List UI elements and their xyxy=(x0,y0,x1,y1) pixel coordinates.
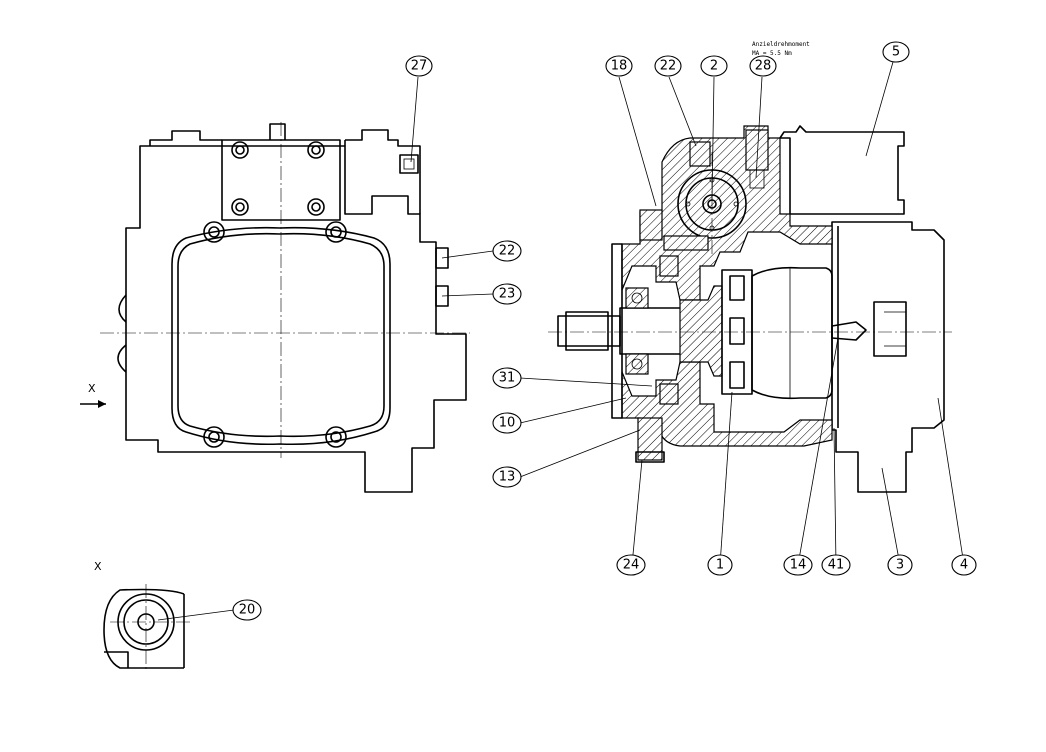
callout-31: 31 xyxy=(492,367,522,389)
svg-text:18: 18 xyxy=(611,59,628,74)
bolt-heads xyxy=(231,141,325,216)
callout-41: 41 xyxy=(821,554,851,576)
svg-text:20: 20 xyxy=(239,603,256,618)
svg-text:3: 3 xyxy=(896,558,904,573)
front-view: X xyxy=(80,122,470,493)
view-arrow-label: X xyxy=(88,382,96,395)
callout-20: 20 xyxy=(232,599,262,621)
callout-22-top: 22 xyxy=(654,55,682,77)
leader-lines xyxy=(157,61,965,621)
svg-text:22: 22 xyxy=(660,59,677,74)
detail-view-x: X xyxy=(94,560,190,670)
svg-text:27: 27 xyxy=(411,59,428,74)
callout-28: 28 xyxy=(749,55,777,77)
svg-text:31: 31 xyxy=(499,371,516,386)
callouts: 27 18 22 2 28 5 22 23 31 10 13 24 1 14 4… xyxy=(232,41,977,621)
callout-1: 1 xyxy=(707,554,733,576)
torque-annotation-line1: Anzieldrehmoment xyxy=(752,41,810,48)
svg-text:2: 2 xyxy=(710,59,718,74)
svg-text:24: 24 xyxy=(623,558,640,573)
svg-text:1: 1 xyxy=(716,558,724,573)
torque-annotation-line2: MA = 5.5 Nm xyxy=(752,50,792,57)
corner-bosses xyxy=(203,221,347,448)
torque-annotation: Anzieldrehmoment MA = 5.5 Nm xyxy=(752,41,810,57)
detail-view-label: X xyxy=(94,560,102,573)
callout-4: 4 xyxy=(951,554,977,576)
svg-text:23: 23 xyxy=(499,287,516,302)
svg-text:4: 4 xyxy=(960,558,968,573)
callout-22-side: 22 xyxy=(492,240,522,262)
callout-2: 2 xyxy=(700,55,728,77)
callout-24: 24 xyxy=(616,554,646,576)
section-view xyxy=(548,125,952,493)
callout-10: 10 xyxy=(492,412,522,434)
svg-text:14: 14 xyxy=(790,558,807,573)
svg-text:10: 10 xyxy=(499,416,516,431)
view-arrow-x xyxy=(80,400,106,408)
callout-27: 27 xyxy=(405,55,433,77)
svg-text:28: 28 xyxy=(755,59,772,74)
callout-18: 18 xyxy=(605,55,633,77)
callout-3: 3 xyxy=(887,554,913,576)
callout-13: 13 xyxy=(492,466,522,488)
svg-text:13: 13 xyxy=(499,470,516,485)
callout-5: 5 xyxy=(882,41,910,63)
svg-text:5: 5 xyxy=(892,45,900,60)
callout-23: 23 xyxy=(492,283,522,305)
svg-text:22: 22 xyxy=(499,244,516,259)
callout-14: 14 xyxy=(783,554,813,576)
svg-text:41: 41 xyxy=(828,558,845,573)
